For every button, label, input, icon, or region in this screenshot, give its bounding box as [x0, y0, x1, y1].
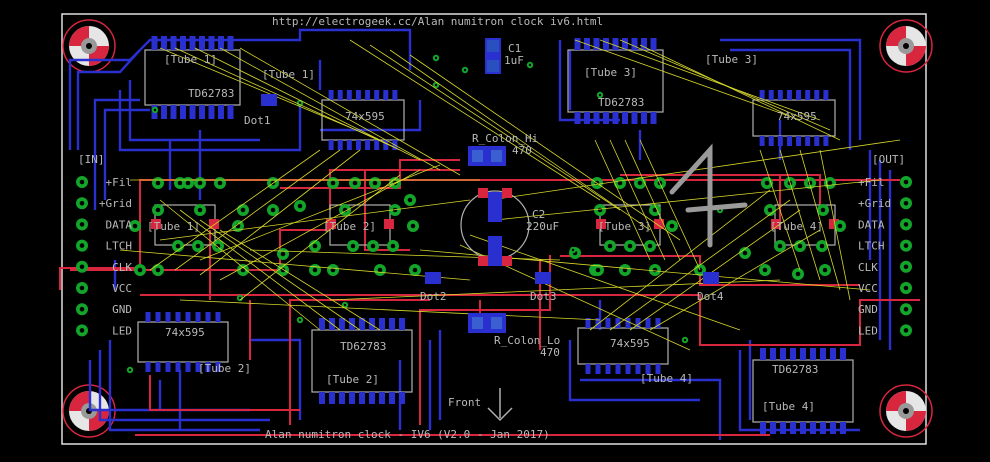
svg-text:[Tube 2]: [Tube 2] [323, 220, 376, 233]
svg-text:470: 470 [512, 144, 532, 157]
out-pin-ltch: LTCH [858, 239, 912, 253]
out-pin-plus-fil: +Fil [858, 176, 912, 189]
led-dot3: Dot3 [530, 272, 557, 303]
svg-text:470: 470 [540, 346, 560, 359]
airwires [119, 39, 901, 351]
svg-text:DATA: DATA [858, 218, 885, 231]
bottom-copper-traces [68, 28, 892, 440]
tube-2-footprint: [Tube 2] [323, 220, 376, 233]
svg-text:LTCH: LTCH [858, 240, 885, 253]
board-footer: Alan numitron clock - IV6 (V2.0 - Jan 20… [265, 428, 550, 441]
svg-text:Dot2: Dot2 [420, 290, 447, 303]
svg-text:74x595: 74x595 [777, 110, 817, 123]
svg-text:Dot3: Dot3 [530, 290, 557, 303]
svg-text:GND: GND [112, 303, 132, 316]
resistor-colon-lo: R_Colon_Lo 470 [468, 313, 560, 359]
mounting-holes [62, 19, 933, 438]
svg-text:[Tube 4]: [Tube 4] [762, 400, 815, 413]
svg-text:[Tube 1]: [Tube 1] [164, 53, 217, 66]
svg-text:R_Colon_Hi: R_Colon_Hi [472, 132, 538, 145]
front-arrow [487, 388, 513, 422]
tube-1-footprint: [Tube 1] [147, 220, 200, 233]
svg-text:R_Colon_Lo: R_Colon_Lo [494, 334, 560, 347]
in-connector-title: [IN] [78, 153, 105, 166]
svg-text:TD62783: TD62783 [598, 96, 644, 109]
board-outline [61, 13, 927, 445]
in-pin-gnd: GND [76, 303, 132, 316]
svg-text:TD62783: TD62783 [772, 363, 818, 376]
svg-text:CLK: CLK [858, 261, 878, 274]
svg-text:+Grid: +Grid [99, 197, 132, 210]
out-pin-vcc: VCC [858, 282, 912, 295]
svg-text:CLK: CLK [112, 261, 132, 274]
shift-register-tube1: 74x595 [Tube 1] [262, 68, 385, 123]
svg-text:LED: LED [858, 324, 878, 337]
svg-text:DATA: DATA [106, 218, 133, 231]
smd-pads [145, 36, 846, 434]
in-pin-data: DATA [76, 218, 132, 231]
led-dot1: Dot1 [244, 94, 277, 127]
front-mark-a [669, 143, 748, 248]
in-pin-plus-fil: +Fil [76, 176, 132, 189]
driver-tube2: TD62783 [Tube 2] [326, 340, 386, 386]
out-pin-gnd: GND [858, 303, 912, 316]
out-pin-data: DATA [858, 218, 912, 231]
driver-tube1: TD62783 [Tube 1] [164, 53, 234, 100]
in-pin-led: LED [76, 324, 132, 337]
capacitor-c2: C2 220uF [460, 188, 559, 266]
capacitor-c1: C1 1uF [485, 38, 524, 74]
in-pin-ltch: LTCH [76, 239, 133, 253]
tube-4-footprint: [Tube 4] [770, 220, 823, 233]
svg-text:C1: C1 [508, 42, 521, 55]
svg-text:Dot4: Dot4 [697, 290, 724, 303]
board-url: http://electrogeek.cc/Alan numitron cloc… [272, 15, 603, 28]
svg-text:[Tube 2]: [Tube 2] [326, 373, 379, 386]
driver-tube3: TD62783 [Tube 3] [584, 66, 644, 109]
svg-text:[Tube 4]: [Tube 4] [770, 220, 823, 233]
out-pin-clk: CLK [858, 260, 912, 274]
shift-register-tube2: 74x595 [Tube 2] [165, 326, 251, 375]
out-pin-plus-grid: +Grid [858, 197, 912, 210]
svg-text:VCC: VCC [112, 282, 132, 295]
svg-text:+Grid: +Grid [858, 197, 891, 210]
shift-register-tube3: 74x595 [Tube 3] [705, 53, 817, 123]
out-pin-led: LED [858, 324, 912, 337]
svg-text:[Tube 1]: [Tube 1] [262, 68, 315, 81]
svg-text:+Fil: +Fil [858, 176, 885, 189]
svg-text:[Tube 2]: [Tube 2] [198, 362, 251, 375]
in-pin-clk: CLK [76, 260, 132, 274]
led-dot4: Dot4 [697, 272, 724, 303]
svg-text:LED: LED [112, 324, 132, 337]
svg-text:LTCH: LTCH [106, 240, 133, 253]
svg-text:C2: C2 [532, 208, 545, 221]
shift-register-tube4: 74x595 [Tube 4] [610, 337, 693, 385]
in-pin-plus-grid: +Grid [76, 197, 132, 210]
resistor-colon-hi: R_Colon_Hi 470 [468, 132, 538, 166]
tube-3-footprint: [Tube 3] [598, 220, 651, 233]
svg-text:74x595: 74x595 [345, 110, 385, 123]
svg-text:+Fil: +Fil [106, 176, 133, 189]
front-label: Front [448, 396, 481, 409]
svg-text:TD62783: TD62783 [340, 340, 386, 353]
svg-text:[Tube 1]: [Tube 1] [147, 220, 200, 233]
in-pin-vcc: VCC [76, 282, 132, 295]
svg-text:TD62783: TD62783 [188, 87, 234, 100]
svg-text:Dot1: Dot1 [244, 114, 271, 127]
svg-text:[Tube 3]: [Tube 3] [705, 53, 758, 66]
svg-text:[Tube 3]: [Tube 3] [598, 220, 651, 233]
svg-text:VCC: VCC [858, 282, 878, 295]
svg-text:74x595: 74x595 [165, 326, 205, 339]
out-connector-title: [OUT] [872, 153, 905, 166]
svg-text:[Tube 4]: [Tube 4] [640, 372, 693, 385]
svg-text:1uF: 1uF [504, 54, 524, 67]
svg-text:220uF: 220uF [526, 220, 559, 233]
driver-tube4: TD62783 [Tube 4] [762, 363, 818, 413]
svg-text:[Tube 3]: [Tube 3] [584, 66, 637, 79]
svg-text:74x595: 74x595 [610, 337, 650, 350]
led-dot2: Dot2 [420, 272, 447, 303]
svg-text:GND: GND [858, 303, 878, 316]
